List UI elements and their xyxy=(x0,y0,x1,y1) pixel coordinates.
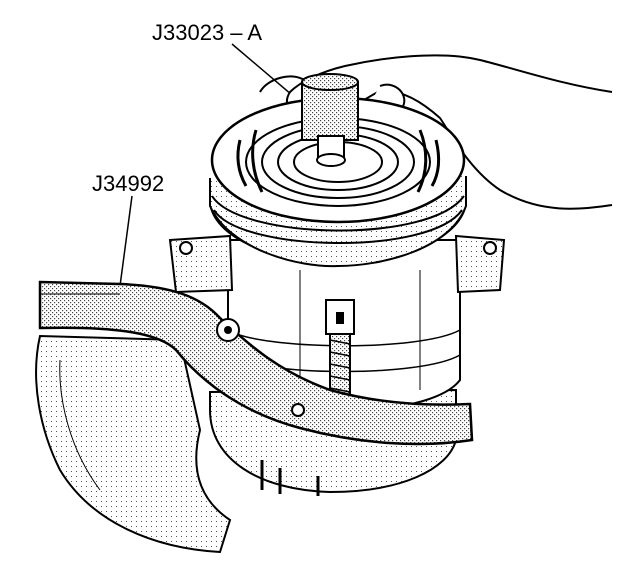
leader-line-left xyxy=(119,195,133,287)
mount-left xyxy=(35,334,232,554)
callout-label-j33023-a: J33023 – A xyxy=(152,20,263,45)
mount-ear-right xyxy=(454,234,506,294)
mount-ear-left xyxy=(168,234,234,294)
tool-j33023-a xyxy=(301,81,359,141)
tool-j34992 xyxy=(38,280,474,446)
callout-label-j34992: J34992 xyxy=(92,171,165,196)
